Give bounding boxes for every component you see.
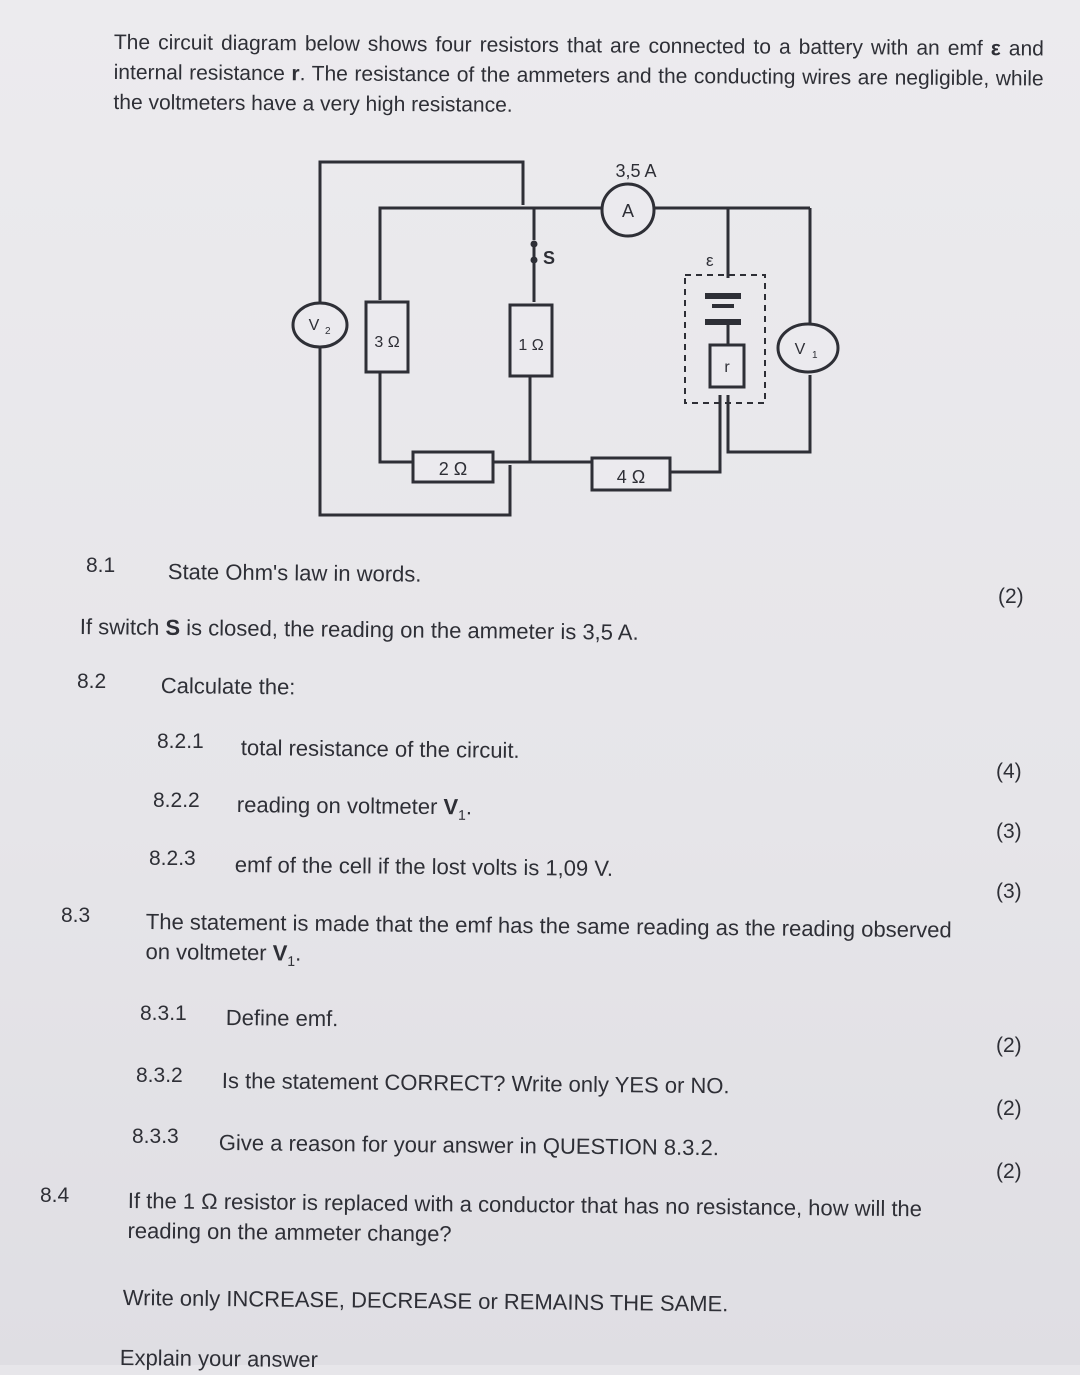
voltmeter-v1: V 1 bbox=[776, 322, 840, 374]
switch-s[interactable]: S bbox=[530, 240, 556, 269]
q8-2-1-marks: (4) bbox=[996, 760, 1022, 783]
q8-2-3-text: emf of the cell if the lost volts is 1,0… bbox=[234, 851, 614, 881]
q8-3-3-text: Give a reason for your answer in QUESTIO… bbox=[218, 1129, 720, 1161]
switch-statement-pre: If switch bbox=[79, 613, 166, 640]
q8-2-text: Calculate the: bbox=[160, 672, 296, 700]
r4-label: 4 Ω bbox=[617, 467, 645, 487]
q8-3-end: . bbox=[295, 940, 302, 966]
switch-statement-bold: S bbox=[165, 614, 181, 641]
q8-2-1-number: 8.2.1 bbox=[157, 730, 204, 753]
battery-cell: ε r bbox=[684, 251, 766, 404]
q8-1-number: 8.1 bbox=[86, 554, 116, 577]
intro-paragraph: The circuit diagram below shows four res… bbox=[113, 28, 1044, 124]
switch-label: S bbox=[543, 248, 555, 268]
emf-label: ε bbox=[706, 251, 714, 270]
ammeter-label: A bbox=[622, 201, 634, 221]
v1-sub: 1 bbox=[812, 350, 818, 361]
resistor-4-ohm: 4 Ω bbox=[530, 456, 672, 492]
q8-2-1-text: total resistance of the circuit. bbox=[240, 734, 520, 763]
resistor-2-ohm: 2 Ω bbox=[411, 450, 495, 484]
v2-label: V bbox=[309, 317, 320, 334]
q8-2-2-text-main: reading on voltmeter bbox=[236, 791, 444, 820]
q8-2-2-marks: (3) bbox=[996, 820, 1022, 843]
q8-1-marks: (2) bbox=[998, 585, 1024, 608]
q8-2-2-text: reading on voltmeter V1. bbox=[237, 790, 473, 830]
internal-r-label: r bbox=[724, 359, 730, 376]
q8-2-number: 8.2 bbox=[77, 670, 107, 693]
q8-3-2-number: 8.3.2 bbox=[136, 1064, 183, 1087]
q8-3-1-text: Define emf. bbox=[225, 1004, 339, 1032]
q8-3-text: The statement is made that the emf has t… bbox=[145, 907, 1030, 984]
q8-2-2-v: V bbox=[443, 794, 459, 820]
v2-wire-top bbox=[318, 160, 525, 312]
switch-statement: If switch S is closed, the reading on th… bbox=[80, 612, 639, 648]
q8-3-2-marks: (2) bbox=[996, 1097, 1022, 1120]
q8-4-instruction: Write only INCREASE, DECREASE or REMAINS… bbox=[122, 1284, 729, 1317]
ammeter-reading: 3,5 A bbox=[615, 161, 656, 181]
resistor-1-ohm: 1 Ω bbox=[508, 303, 554, 378]
v1-label: V bbox=[795, 341, 806, 358]
q8-2-2-number: 8.2.2 bbox=[153, 789, 200, 812]
q8-1-text: State Ohm's law in words. bbox=[167, 558, 422, 587]
q8-3-3-number: 8.3.3 bbox=[132, 1125, 179, 1148]
q8-2-3-marks: (3) bbox=[996, 880, 1022, 903]
q8-4-text: If the 1 Ω resistor is replaced with a c… bbox=[127, 1186, 1028, 1255]
v2-wire-bottom bbox=[318, 338, 512, 517]
q8-4-explain: Explain your answer bbox=[119, 1344, 319, 1373]
internal-resistance-symbol: r bbox=[291, 62, 300, 86]
r1-label: 1 Ω bbox=[518, 337, 543, 354]
q8-3-3-marks: (2) bbox=[996, 1160, 1022, 1183]
intro-text-1: The circuit diagram below shows four res… bbox=[113, 30, 991, 61]
q8-3-sub: 1 bbox=[287, 952, 296, 969]
q8-4-number: 8.4 bbox=[40, 1184, 70, 1207]
q8-3-2-text: Is the statement CORRECT? Write only YES… bbox=[221, 1067, 730, 1099]
voltmeter-v2: V 2 bbox=[291, 301, 349, 349]
ammeter: A 3,5 A bbox=[600, 161, 657, 238]
q8-3-1-marks: (2) bbox=[996, 1034, 1022, 1057]
q8-3-number: 8.3 bbox=[61, 904, 91, 927]
circuit-diagram: S A 3,5 A ε r V bbox=[280, 150, 860, 530]
main-top-wire bbox=[378, 206, 602, 300]
resistor-3-ohm: 3 Ω bbox=[364, 300, 410, 374]
r2-label: 2 Ω bbox=[439, 459, 467, 479]
q8-3-1-number: 8.3.1 bbox=[140, 1002, 187, 1025]
q8-2-3-number: 8.2.3 bbox=[149, 847, 196, 870]
q8-2-2-end: . bbox=[465, 794, 473, 820]
emf-symbol: ε bbox=[990, 37, 1001, 61]
q8-3-line2-text: on voltmeter bbox=[145, 938, 273, 966]
q8-3-v: V bbox=[272, 940, 288, 966]
v2-sub: 2 bbox=[325, 326, 331, 337]
switch-statement-post: is closed, the reading on the ammeter is… bbox=[179, 615, 639, 645]
r3-label: 3 Ω bbox=[374, 334, 399, 351]
